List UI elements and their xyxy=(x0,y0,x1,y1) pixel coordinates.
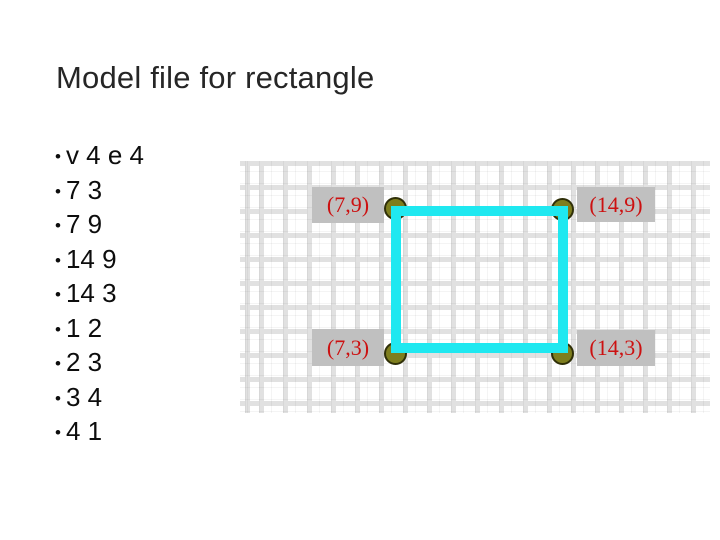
list-item: •4 1 xyxy=(55,415,144,450)
page-title: Model file for rectangle xyxy=(56,60,375,95)
coord-label-14-3: (14,3) xyxy=(577,330,655,366)
bullet-icon: • xyxy=(55,285,61,304)
list-item: •7 9 xyxy=(55,208,144,243)
rectangle-outline xyxy=(391,206,568,353)
list-item: •14 9 xyxy=(55,243,144,278)
list-item-text: 7 9 xyxy=(65,209,103,239)
list-item-text: 1 2 xyxy=(65,312,103,343)
list-item-text: 2 3 xyxy=(65,347,103,377)
list-item-text: 14 3 xyxy=(65,278,117,308)
bullet-icon: • xyxy=(55,181,61,201)
list-item: •2 3 xyxy=(55,346,144,381)
bullet-icon: • xyxy=(55,388,61,408)
list-item: •v 4 e 4 xyxy=(55,139,144,174)
list-item-text: 4 1 xyxy=(65,416,103,446)
list-item-text: 7 3 xyxy=(65,174,103,205)
list-item: •14 3 xyxy=(55,277,144,312)
list-item-text: 3 4 xyxy=(65,381,103,412)
bullet-icon: • xyxy=(55,250,61,270)
list-item: •1 2 xyxy=(55,312,144,347)
bullet-icon: • xyxy=(55,216,61,235)
coord-label-7-3: (7,3) xyxy=(312,329,384,366)
list-item: •3 4 xyxy=(55,381,144,416)
bullet-icon: • xyxy=(55,147,61,166)
coord-label-7-9: (7,9) xyxy=(312,187,384,223)
list-item: •7 3 xyxy=(55,174,144,209)
bullet-icon: • xyxy=(55,319,61,339)
bullet-icon: • xyxy=(55,423,61,442)
coord-label-14-9: (14,9) xyxy=(577,187,655,222)
bullet-icon: • xyxy=(55,354,61,373)
graph-paper: (7,9) (14,9) (7,3) (14,3) xyxy=(240,161,710,413)
list-item-text: v 4 e 4 xyxy=(65,140,145,170)
list-item-text: 14 9 xyxy=(65,243,117,274)
model-file-list: •v 4 e 4 •7 3 •7 9 •14 9 •14 3 •1 2 •2 3… xyxy=(55,139,144,450)
